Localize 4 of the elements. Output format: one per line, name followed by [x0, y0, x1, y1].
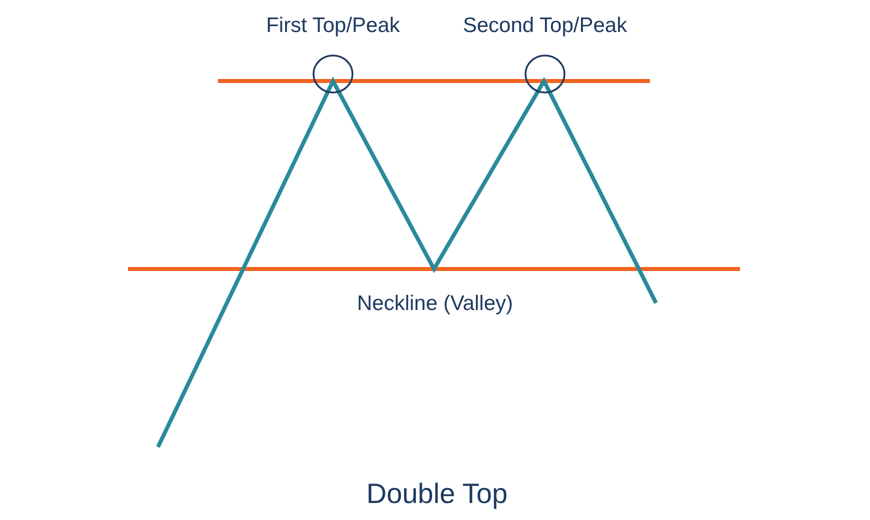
neckline-label: Neckline (Valley) [356, 292, 514, 316]
diagram-caption: Double Top [365, 478, 509, 510]
peak-label: Second Top/Peak [462, 14, 628, 38]
peak-label: First Top/Peak [265, 14, 401, 38]
